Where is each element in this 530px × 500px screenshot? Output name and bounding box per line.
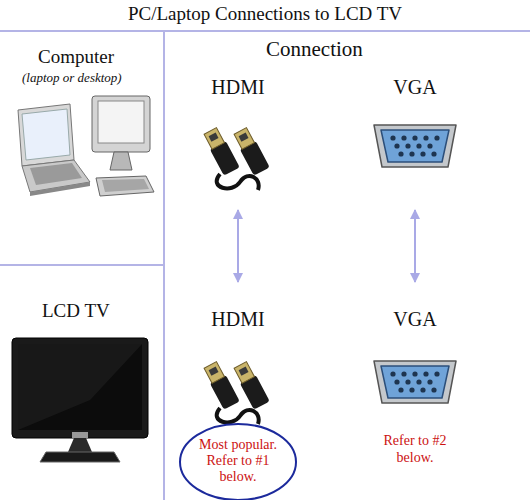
connector-item: VGA <box>365 76 465 210</box>
double-arrow <box>237 210 239 282</box>
connector-name: HDMI <box>188 76 288 98</box>
desktop-illustration <box>92 96 154 196</box>
diagram-title: PC/Laptop Connections to LCD TV <box>0 3 530 25</box>
section-subheading: (laptop or desktop) <box>22 70 122 86</box>
vga-port-illustration <box>374 361 456 403</box>
connector-name: HDMI <box>188 308 288 330</box>
divider-line <box>0 264 164 266</box>
tv-illustration <box>12 338 148 462</box>
hdmi-cable-illustration <box>202 361 269 424</box>
callout-ellipse: Most popular. Refer to #1 below. <box>178 420 298 500</box>
divider-line <box>0 30 530 32</box>
section-heading: LCD TV <box>42 300 110 322</box>
section-heading: Computer <box>38 46 114 68</box>
callout-text: Most popular. Refer to #1 below. <box>192 437 284 485</box>
laptop-illustration <box>18 104 90 196</box>
connector-name: VGA <box>365 308 465 330</box>
vga-port-illustration <box>374 125 456 167</box>
hdmi-cable-illustration <box>202 127 269 190</box>
column-heading: Connection <box>266 37 363 62</box>
connector-name: VGA <box>365 76 465 98</box>
connector-item: HDMI <box>188 282 288 428</box>
connector-item: HDMI <box>188 76 288 210</box>
note-text: Refer to #2 below. <box>372 432 458 466</box>
connector-item: VGA <box>365 282 465 428</box>
ellipse-shape <box>180 424 296 500</box>
double-arrow <box>414 210 416 282</box>
